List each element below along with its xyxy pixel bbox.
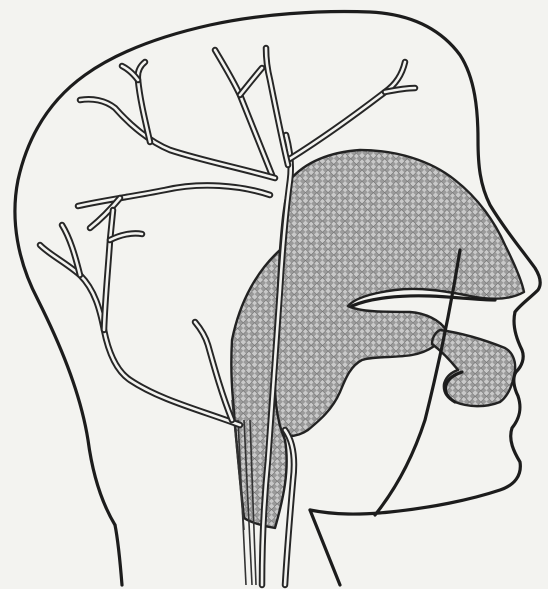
vessel-branch-frontal [288,62,415,160]
neck-front-line [310,510,340,585]
vessel-branch-occipital [40,210,240,425]
vessel-branch-crown [215,48,288,175]
vessel-branch-auricular [195,322,232,420]
vessel-branch-parietal [80,62,275,178]
neck-back-line [115,525,122,585]
vessel-branch-temporal [78,185,270,228]
